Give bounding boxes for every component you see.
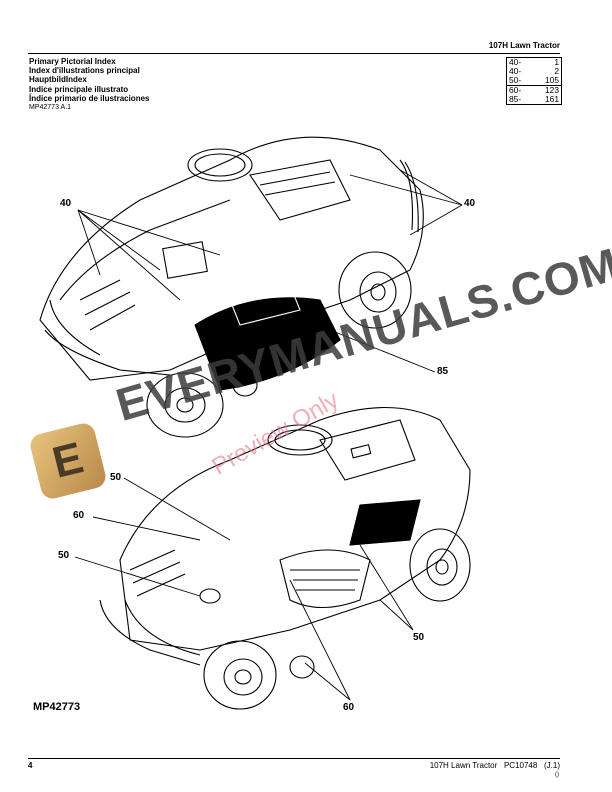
index-title-es: Índice primario de ilustraciones bbox=[29, 93, 150, 103]
callout-60-left: 60 bbox=[73, 510, 85, 521]
index-titles: Primary Pictorial Index Index d'illustra… bbox=[29, 57, 149, 103]
footer-divider bbox=[28, 758, 560, 759]
index-title-it: Indice principale illustrato bbox=[29, 84, 129, 94]
ref-row: 60- 123 bbox=[507, 85, 561, 95]
section-reference-table: 40- 1 40- 2 50- 105 60- 123 85- 161 bbox=[506, 57, 562, 105]
ref-page: 105 bbox=[545, 75, 559, 85]
lower-tractor-drawing bbox=[99, 406, 471, 710]
figure-reference: MP42773 A.1 bbox=[29, 104, 72, 111]
tractor-illustration bbox=[39, 136, 471, 710]
figure-id: MP42773 bbox=[33, 701, 81, 713]
callout-60-bottom: 60 bbox=[343, 702, 355, 713]
callout-85: 85 bbox=[437, 366, 449, 377]
ref-section: 60- bbox=[509, 85, 522, 95]
callout-50-right: 50 bbox=[413, 632, 425, 643]
callout-40-left: 40 bbox=[60, 198, 72, 209]
ref-row: 85- 161 bbox=[507, 95, 561, 104]
ref-page: 2 bbox=[554, 66, 559, 76]
footer-sub: () bbox=[555, 772, 559, 778]
ref-section: 40- bbox=[509, 57, 522, 67]
ref-page: 1 bbox=[554, 57, 559, 67]
header-title: 107H Lawn Tractor bbox=[488, 41, 560, 50]
ref-page: 161 bbox=[545, 94, 559, 104]
index-title-de: HauptbildIndex bbox=[29, 75, 87, 85]
callout-50-left: 50 bbox=[58, 550, 70, 561]
header-divider bbox=[28, 53, 560, 54]
callout-50-top: 50 bbox=[110, 472, 122, 483]
ref-row: 40- 1 bbox=[507, 58, 561, 67]
ref-row: 40- 2 bbox=[507, 67, 561, 76]
callout-leaders bbox=[74, 169, 463, 701]
page-number: 4 bbox=[28, 761, 33, 770]
index-title-fr: Index d'illustrations principal bbox=[29, 66, 140, 76]
callout-40-right: 40 bbox=[464, 198, 476, 209]
ref-section: 40- bbox=[509, 66, 522, 76]
ref-section: 50- bbox=[509, 75, 522, 85]
index-title-en: Primary Pictorial Index bbox=[29, 57, 116, 66]
ref-section: 85- bbox=[509, 94, 522, 104]
ref-row: 50- 105 bbox=[507, 76, 561, 85]
upper-tractor-drawing bbox=[39, 136, 424, 438]
ref-page: 123 bbox=[545, 85, 559, 95]
footer-text: 107H Lawn Tractor PC10748 (J.1) bbox=[429, 761, 560, 770]
